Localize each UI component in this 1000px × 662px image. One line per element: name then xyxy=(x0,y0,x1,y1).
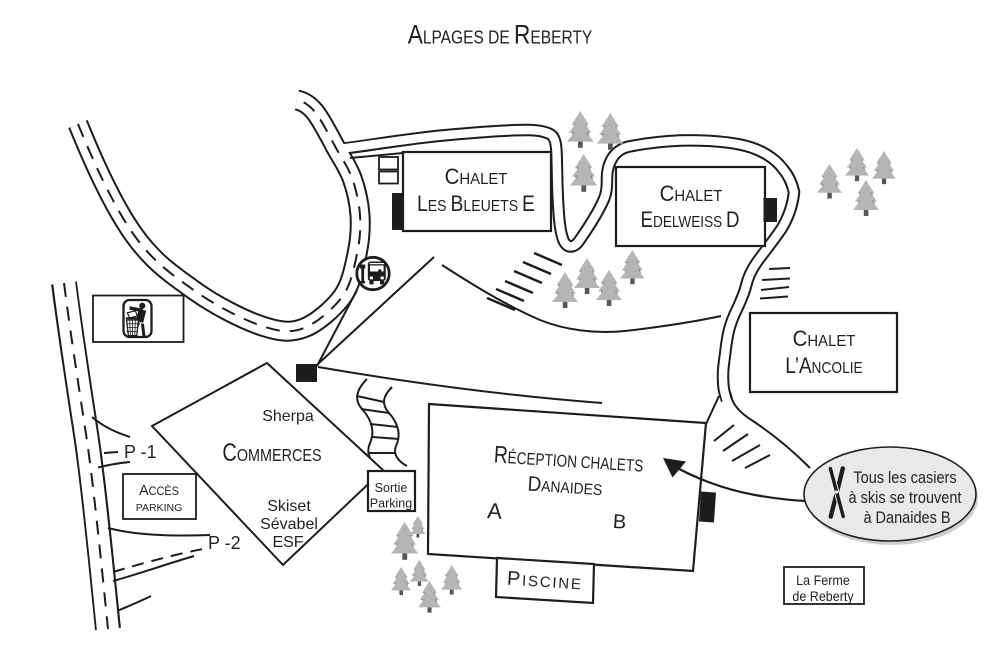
svg-text:à Danaides B: à Danaides B xyxy=(863,509,950,527)
svg-text:Skiset: Skiset xyxy=(267,498,311,515)
svg-text:ACCÈS: ACCÈS xyxy=(139,483,179,499)
svg-text:Sortie: Sortie xyxy=(375,481,408,495)
svg-text:P -1: P -1 xyxy=(124,442,157,462)
svg-text:P -2: P -2 xyxy=(208,533,241,553)
svg-text:Sévabel: Sévabel xyxy=(260,516,318,533)
svg-text:ESF: ESF xyxy=(272,534,303,551)
svg-text:à skis se trouvent: à skis se trouvent xyxy=(849,489,963,507)
svg-text:B: B xyxy=(612,511,627,534)
svg-text:A: A xyxy=(487,498,504,524)
svg-text:Tous les casiers: Tous les casiers xyxy=(853,469,956,487)
svg-text:PARKING: PARKING xyxy=(136,502,182,514)
svg-text:de Reberty: de Reberty xyxy=(792,589,854,605)
svg-text:Parking: Parking xyxy=(370,497,412,511)
svg-text:Sherpa: Sherpa xyxy=(262,408,314,425)
svg-text:La Ferme: La Ferme xyxy=(796,573,850,589)
